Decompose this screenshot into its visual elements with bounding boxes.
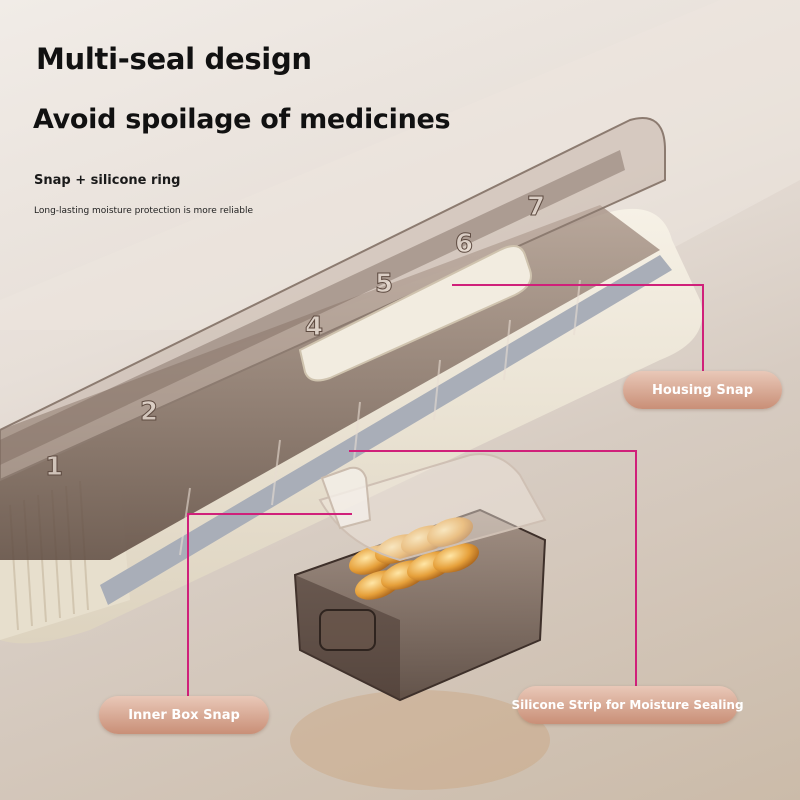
headline: Multi-seal design — [36, 42, 312, 76]
housing-lid — [0, 117, 666, 482]
compartment-number: 6 — [455, 229, 473, 259]
inner-box-snap-leader — [187, 513, 352, 697]
housing-snap-leader — [452, 284, 704, 372]
compartment-number: 2 — [140, 397, 158, 427]
compartment-number: 4 — [305, 312, 323, 342]
inner-box-snap-label: Inner Box Snap — [99, 696, 269, 734]
capsules — [349, 517, 479, 600]
compartment-number: 7 — [527, 192, 545, 222]
feature-detail-text: Long-lasting moisture protection is more… — [34, 206, 254, 216]
inner-box-snap-tab — [320, 466, 372, 530]
silicone-strip-label: Silicone Strip for Moisture Sealing — [511, 686, 744, 724]
compartment-number: 1 — [45, 452, 63, 482]
subheadline: Avoid spoilage of medicines — [33, 104, 451, 135]
housing-snap-label: Housing Snap — [623, 371, 782, 409]
feature-text: Snap + silicone ring — [34, 173, 181, 188]
housing-snap-latch — [298, 245, 532, 382]
leader-lines — [187, 284, 704, 697]
compartment-number: 5 — [375, 269, 393, 299]
silicone-strip-leader — [349, 450, 637, 688]
inner-box — [290, 453, 550, 790]
